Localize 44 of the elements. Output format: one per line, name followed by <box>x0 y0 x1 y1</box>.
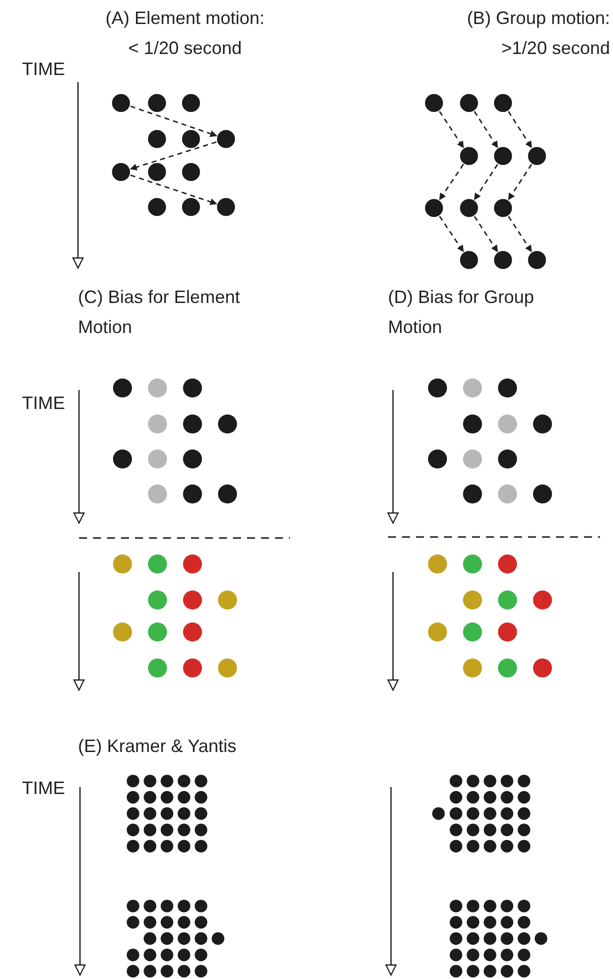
dashed-arrow <box>438 110 464 148</box>
dot <box>182 163 200 181</box>
panel-heading: (C) Bias for Element Motion <box>78 286 242 339</box>
panel-heading: (B) Group motion: >1/20 second <box>466 7 610 60</box>
dot <box>460 147 478 165</box>
dot <box>460 94 478 112</box>
dot <box>494 251 512 269</box>
dashed-arrow <box>508 164 532 200</box>
dot <box>460 199 478 217</box>
dashed-arrow <box>474 164 498 200</box>
axis-label: TIME <box>22 777 65 800</box>
dashed-arrow <box>130 106 218 138</box>
dashed-arrow <box>474 216 498 252</box>
dashed-arrow <box>130 174 218 206</box>
dot <box>425 94 443 112</box>
panel-heading: (E) Kramer & Yantis <box>78 735 236 758</box>
dot <box>148 130 166 148</box>
dot <box>182 94 200 112</box>
dot <box>182 198 200 216</box>
dot <box>528 251 546 269</box>
axis-label: TIME <box>22 392 65 415</box>
dot <box>460 251 478 269</box>
dashed-arrow <box>130 141 217 170</box>
dashed-arrow <box>439 164 464 200</box>
dashed-arrow <box>474 111 498 148</box>
dot <box>148 198 166 216</box>
dot <box>217 130 235 148</box>
dashed-arrow <box>508 111 532 148</box>
panel-heading: (D) Bias for Group Motion <box>388 286 536 339</box>
dot <box>148 163 166 181</box>
dot <box>112 94 130 112</box>
dot <box>425 199 443 217</box>
panel-heading: (A) Element motion: < 1/20 second <box>104 7 266 60</box>
dot <box>217 198 235 216</box>
dot <box>494 199 512 217</box>
dot <box>494 94 512 112</box>
dot <box>112 163 130 181</box>
dot <box>182 130 200 148</box>
dashed-arrow <box>439 216 464 252</box>
dot <box>148 94 166 112</box>
dot <box>528 147 546 165</box>
axis-label: TIME <box>22 58 65 81</box>
dashed-arrow <box>508 216 532 252</box>
dot <box>494 147 512 165</box>
